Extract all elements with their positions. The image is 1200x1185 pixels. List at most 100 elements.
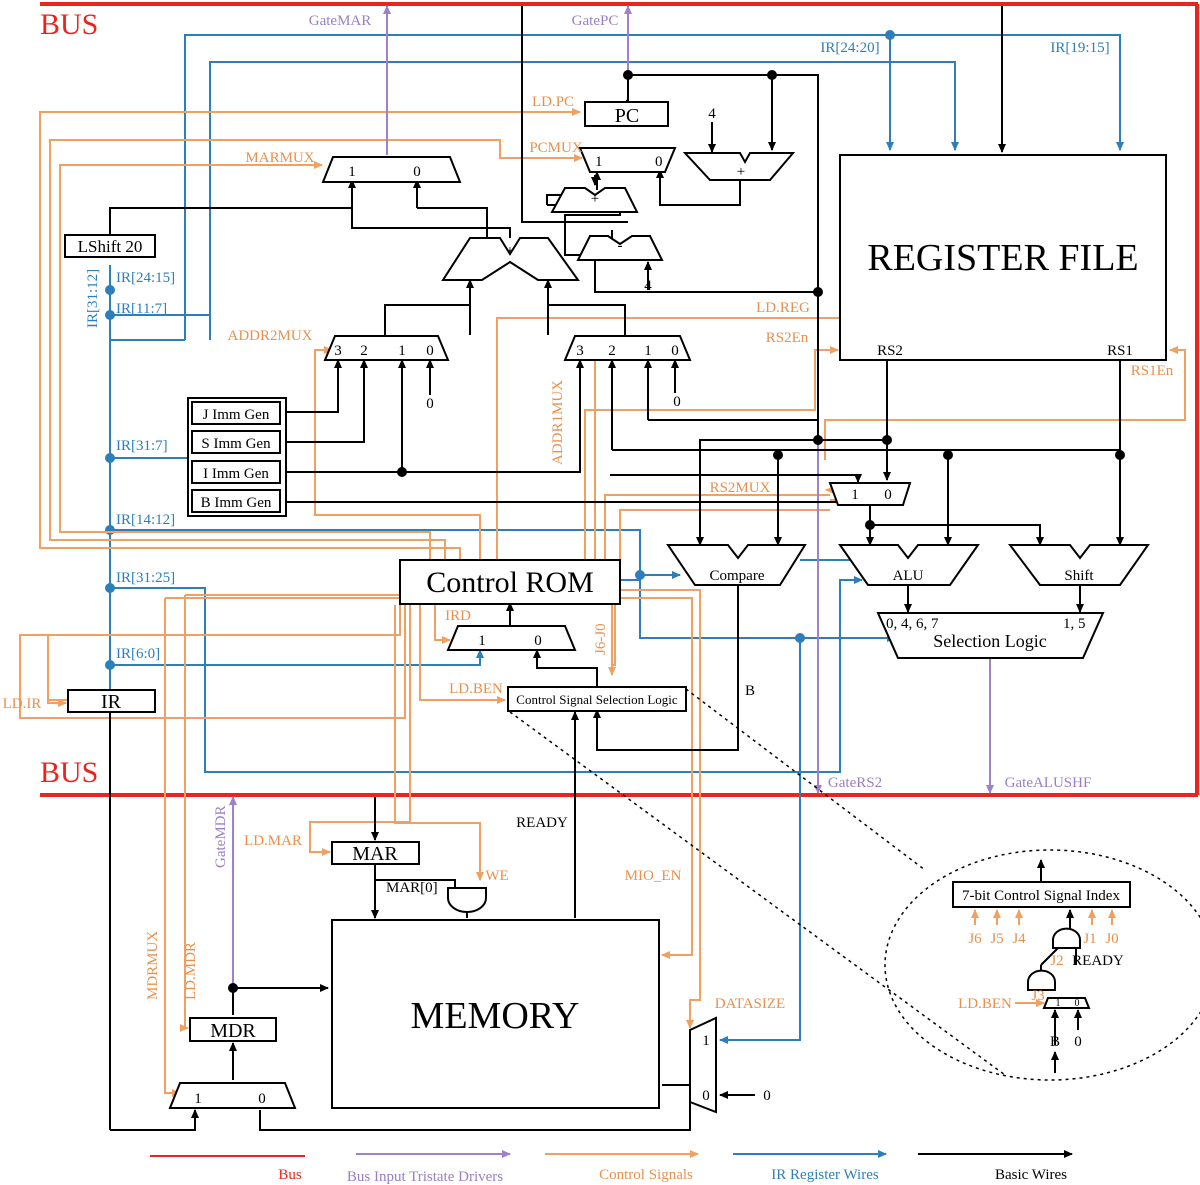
marmux-in-0: 0 (413, 164, 421, 180)
label-addr1mux: ADDR1MUX (550, 380, 566, 465)
shift-label: Shift (1064, 568, 1094, 584)
label-ld-mdr: LD.MDR (183, 942, 199, 1000)
csl-label: Control Signal Selection Logic (516, 692, 678, 707)
datasize-in-0: 0 (702, 1088, 710, 1104)
lshift-label: LShift 20 (78, 237, 143, 256)
rs2mux-in-0: 0 (884, 487, 892, 503)
b-imm-gen: B Imm Gen (201, 495, 272, 511)
subtractor-const: 4 (644, 278, 652, 294)
label-addr2mux: ADDR2MUX (227, 328, 312, 344)
mar-register: MAR (331, 841, 420, 865)
sel-right-inputs: 1, 5 (1063, 616, 1086, 632)
inset-j5: J5 (990, 931, 1003, 947)
inset-b: B (1050, 1034, 1060, 1050)
label-pcmux: PCMUX (529, 140, 583, 156)
control-wires (19, 108, 1186, 1097)
datasize-const-0: 0 (763, 1088, 771, 1104)
signal-labels: GateMAR GatePC GateRS2 GateALUSHF GateMD… (3, 13, 1174, 1012)
datasize-in-1: 1 (702, 1033, 710, 1049)
mdr-label: MDR (210, 1020, 256, 1042)
control-signal-selection-logic: Control Signal Selection Logic (507, 686, 687, 712)
subtractor-minus: - (618, 238, 623, 254)
i-imm-gen: I Imm Gen (203, 466, 269, 482)
legend: Bus Bus Input Tristate Drivers Control S… (150, 1150, 1073, 1185)
label-we: WE (485, 868, 508, 884)
addr2mux: 3 2 1 0 0 (323, 335, 450, 412)
inset-j3: J3 (1031, 988, 1044, 1004)
label-ir-24-15: IR[24:15] (116, 270, 175, 286)
alu-unit: ALU (838, 544, 980, 586)
rs2-port: RS2 (877, 343, 903, 359)
pcmux: 1 0 (578, 147, 677, 173)
we-and-gate (447, 887, 487, 913)
register-file: REGISTER FILE RS2 RS1 (839, 154, 1167, 361)
label-ird: IRD (445, 608, 471, 624)
address-adder: + (441, 237, 580, 281)
label-j6-j0: J6-J0 (593, 623, 609, 655)
addr2mux-in-2: 2 (360, 343, 368, 359)
label-ir-31-25: IR[31:25] (116, 570, 175, 586)
legend-tristate: Bus Input Tristate Drivers (347, 1169, 503, 1185)
memory-label: MEMORY (411, 995, 580, 1037)
control-index-label: 7-bit Control Signal Index (962, 888, 1120, 904)
ird-mux: 1 0 (446, 625, 577, 651)
addr1mux-const-0: 0 (673, 394, 681, 410)
addr1mux-in-1: 1 (644, 343, 652, 359)
label-ld-mar: LD.MAR (244, 833, 302, 849)
branch-adder-plus: + (591, 191, 599, 207)
lshift-block: LShift 20 (64, 234, 156, 258)
pc-subtractor: - 4 (576, 235, 664, 294)
addr2mux-in-3: 3 (334, 343, 342, 359)
s-imm-gen: S Imm Gen (201, 436, 271, 452)
inset-ld-ben: LD.BEN (958, 996, 1012, 1012)
inset-ready: READY (1072, 953, 1124, 969)
bus-label-top: BUS (40, 8, 98, 41)
ird-mux-in-1: 1 (478, 633, 486, 649)
label-rs1en: RS1En (1131, 363, 1174, 379)
inset-mux-1: 1 (1056, 998, 1061, 1009)
rs1-port: RS1 (1107, 343, 1133, 359)
label-b: B (745, 683, 755, 699)
label-ir-14-12: IR[14:12] (116, 512, 175, 528)
branch-adder: + (550, 187, 639, 213)
label-ir-31-7: IR[31:7] (116, 438, 168, 454)
bus-outline (40, 2, 1199, 797)
selection-logic-label: Selection Logic (933, 631, 1046, 651)
label-ld-pc: LD.PC (532, 94, 574, 110)
label-ir-24-20: IR[24:20] (820, 40, 879, 56)
addr1mux-in-2: 2 (608, 343, 616, 359)
address-adder-plus: + (506, 243, 514, 259)
label-gatealushf: GateALUSHF (1005, 775, 1092, 791)
mdrmux-in-1: 1 (194, 1091, 202, 1107)
pc-plus-four-adder: + 4 (682, 106, 796, 181)
legend-ir: IR Register Wires (771, 1167, 879, 1183)
mdr-register: MDR (189, 1017, 277, 1042)
label-rs2en: RS2En (766, 330, 809, 346)
label-ready: READY (516, 815, 568, 831)
legend-basic: Basic Wires (995, 1167, 1067, 1183)
inset-mux-0: 0 (1075, 998, 1080, 1009)
pc-register: PC (584, 101, 669, 127)
label-ld-ir: LD.IR (3, 696, 42, 712)
rs2mux-in-1: 1 (851, 487, 859, 503)
pc-adder-plus: + (737, 164, 745, 180)
compare-label: Compare (710, 568, 765, 584)
marmux-in-1: 1 (348, 164, 356, 180)
label-gatemdr: GateMDR (213, 806, 229, 869)
label-mdrmux: MDRMUX (145, 931, 161, 1000)
label-mar0: MAR[0] (386, 880, 438, 896)
bus-label-bottom: BUS (40, 756, 98, 789)
addr1mux: 3 2 1 0 0 (563, 335, 692, 410)
label-gatepc: GatePC (572, 13, 619, 29)
compare-unit: Compare (666, 544, 807, 586)
label-gaters2: GateRS2 (828, 775, 882, 791)
label-ld-reg: LD.REG (756, 300, 810, 316)
label-ir-6-0: IR[6:0] (116, 646, 160, 662)
selection-logic: 0, 4, 6, 7 1, 5 Selection Logic (876, 612, 1105, 659)
inset-j1: J1 (1083, 931, 1096, 947)
addr2mux-in-0: 0 (426, 343, 434, 359)
label-gatemar: GateMAR (309, 13, 372, 29)
addr1mux-in-0: 0 (671, 343, 679, 359)
label-ir-19-15: IR[19:15] (1050, 40, 1109, 56)
